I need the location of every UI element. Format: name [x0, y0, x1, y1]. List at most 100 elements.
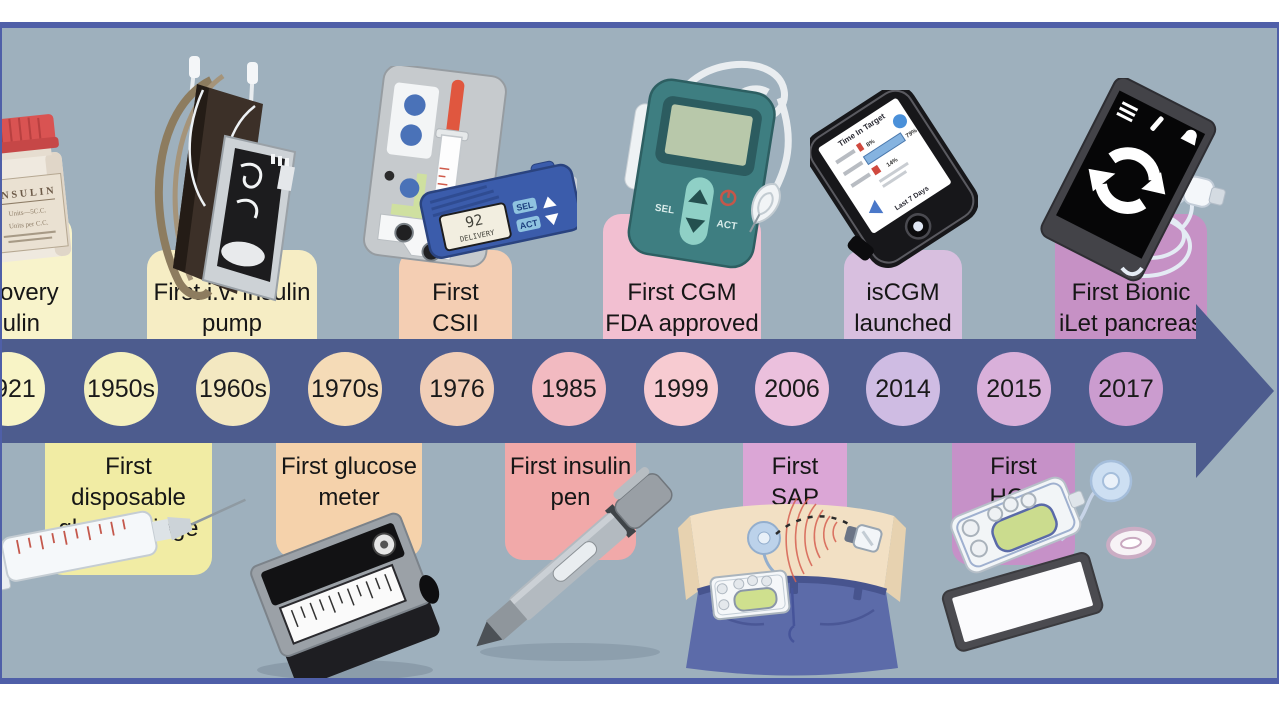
event-label-line: First glucose — [280, 453, 418, 480]
insulin-pen-illustration — [450, 460, 690, 675]
event-label-line: Discovery — [0, 279, 59, 306]
menu-icon — [1116, 101, 1139, 123]
reader-screen — [818, 98, 951, 233]
hcl-phone-screen — [952, 561, 1093, 642]
event-label-line: pen — [550, 484, 591, 511]
insulin-vial-illustration: INSULIN Units—5C.C. Units per C.C. — [0, 104, 93, 281]
timeline-canvas: Discovery insulin First i.v. insulin pum… — [0, 22, 1279, 687]
pct-below-value: 14% — [886, 157, 900, 169]
year-circle-1976: 1976 — [420, 352, 494, 426]
pen-tip — [476, 621, 503, 647]
pen-clip — [613, 466, 650, 500]
event-label-line: insulin — [0, 310, 41, 337]
wireless-link-dashes — [775, 515, 853, 535]
hcl-illustration — [933, 445, 1188, 670]
meter-scale-window — [278, 563, 407, 645]
hcl-oval-sensor — [1106, 526, 1156, 560]
pct-in-target-value: 79% — [905, 128, 919, 140]
year-label: 1976 — [429, 374, 485, 403]
pct-above-value: 8% — [866, 139, 877, 149]
pump-display — [438, 202, 512, 252]
pump-strap — [154, 76, 213, 300]
pump-screen — [733, 587, 778, 612]
cgm-sensor — [749, 183, 781, 233]
iv-insulin-pump-illustration — [133, 54, 303, 329]
down-arrow-icon — [544, 213, 559, 226]
syringe-needle — [190, 498, 246, 526]
bionic-ilet-illustration — [1026, 76, 1238, 308]
hcl-pump — [950, 476, 1086, 574]
sap-illustration — [672, 491, 912, 683]
ilet-device — [1040, 76, 1217, 282]
radio-waves — [785, 491, 838, 583]
figure-border-top — [0, 22, 1279, 28]
event-label-line: First — [771, 453, 819, 480]
modern-insulin-pump: 92 DELIVERY SEL ACT — [419, 160, 583, 259]
ilet-screen — [1056, 90, 1206, 259]
year-circle-1921: 1921 — [0, 352, 45, 426]
vial-label-units: Units—5C.C. — [8, 207, 46, 218]
year-circle-2014: 2014 — [866, 352, 940, 426]
year-circle-2015: 2015 — [977, 352, 1051, 426]
year-circle-1950s: 1950s — [84, 352, 158, 426]
figure-border-left — [0, 22, 2, 684]
event-box-iscgm-launched: isCGM launched — [844, 250, 962, 347]
cgm-sel-label: SEL — [654, 203, 675, 217]
event-label-line: First disposable — [71, 453, 186, 511]
year-circle-1960s: 1960s — [196, 352, 270, 426]
syringe-plunger-rod — [446, 79, 465, 137]
event-label-line: meter — [318, 484, 380, 511]
circular-arrows-icon — [1088, 147, 1166, 214]
year-label: 1985 — [541, 374, 597, 403]
glucose-meter-illustration — [240, 508, 450, 688]
meter-side-knob — [419, 575, 440, 604]
bell-icon — [1180, 129, 1197, 146]
cgm-screen — [664, 104, 753, 166]
torso-skin — [690, 504, 894, 590]
year-circle-1970s: 1970s — [308, 352, 382, 426]
event-label-line: CSII — [432, 310, 479, 337]
event-label-line: isCGM — [866, 279, 940, 306]
iscgm-reader-illustration: Time In Target 8% 79% 14% Last 7 Days — [804, 85, 979, 275]
waist-pump — [709, 569, 791, 621]
syringe-barrel — [1, 510, 158, 582]
pen-dose-window — [552, 541, 598, 582]
event-label-line: FDA approved — [605, 310, 759, 337]
syringe-scale — [16, 519, 126, 555]
figure-border-right — [1277, 22, 1279, 684]
act-button: ACT — [519, 217, 539, 231]
event-label-line: launched — [854, 310, 952, 337]
year-label: 1999 — [653, 374, 709, 403]
pump-display-value: 92 — [464, 211, 485, 231]
timeline-arrowhead — [1196, 304, 1274, 478]
glass-syringe-illustration — [0, 468, 252, 633]
csii-pump-illustration: 92 DELIVERY SEL ACT — [352, 63, 583, 281]
year-circle-1985: 1985 — [532, 352, 606, 426]
vial-label-units2: Units per C.C. — [9, 219, 49, 230]
event-label-line: First — [990, 453, 1037, 480]
event-label-line: iLet pancreas — [1058, 310, 1204, 337]
cgm-illustration: SEL ACT — [608, 50, 803, 290]
year-label: 1950s — [86, 374, 156, 403]
meter-display-strip — [261, 523, 405, 606]
cgm-act-label: ACT — [716, 218, 738, 232]
year-circle-2017: 2017 — [1089, 352, 1163, 426]
year-label: 1960s — [198, 374, 268, 403]
event-label-line: First — [432, 279, 479, 306]
event-label-line: First CGM — [627, 279, 737, 306]
event-label-line: pump — [201, 310, 263, 337]
year-circle-2006: 2006 — [755, 352, 829, 426]
down-arrow-icon — [685, 217, 706, 233]
hcl-pump-screen — [991, 503, 1058, 553]
year-label: 1970s — [310, 374, 380, 403]
sel-button: SEL — [515, 199, 534, 212]
year-label: 2017 — [1098, 374, 1154, 403]
figure-border-bottom — [0, 678, 1279, 684]
year-label: 2014 — [875, 374, 931, 403]
glucose-sensor — [844, 524, 883, 553]
year-label: 1921 — [0, 374, 36, 403]
up-arrow-icon — [543, 196, 557, 209]
back-arrow-icon — [868, 199, 884, 214]
year-circle-1999: 1999 — [644, 352, 718, 426]
